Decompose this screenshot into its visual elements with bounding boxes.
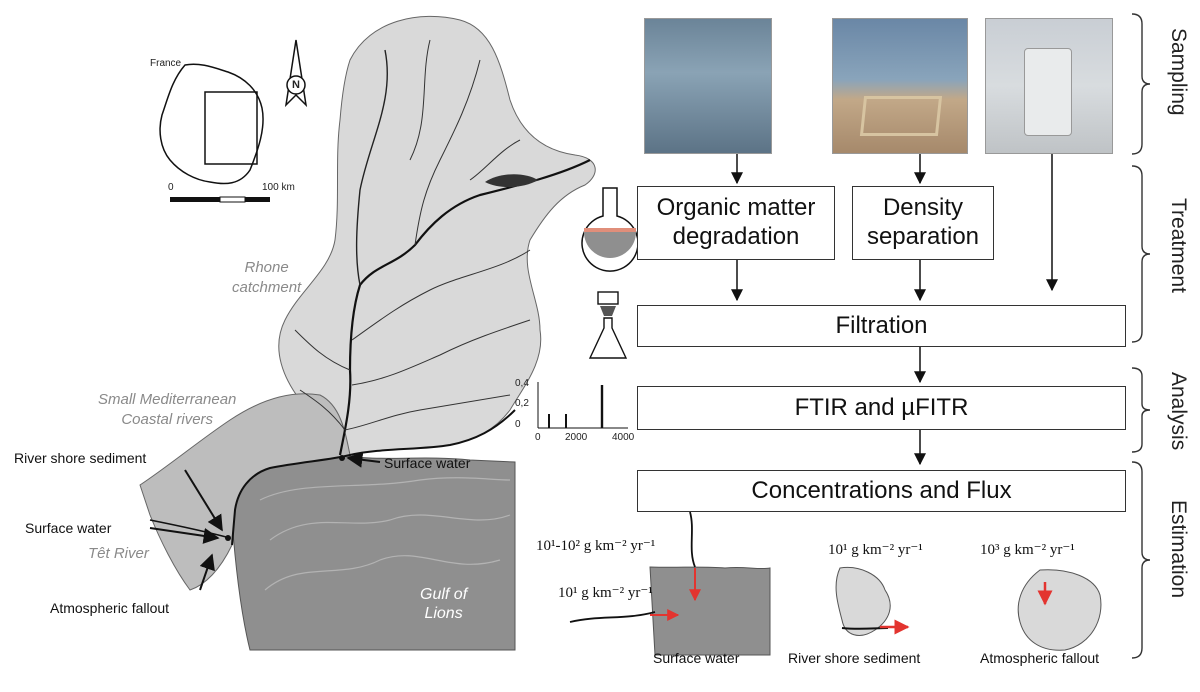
saone-river	[355, 49, 389, 286]
spectrum-xtick-2000: 2000	[565, 432, 588, 443]
box-organic-matter-degradation: Organic matter degradation	[637, 186, 835, 260]
photo-shore-quadrat	[832, 18, 968, 154]
tributary-5	[344, 394, 511, 431]
phase-sampling: Sampling	[1167, 28, 1190, 116]
spectrum-xtick-4000: 4000	[612, 432, 635, 443]
rhone-main-river	[338, 159, 591, 456]
flask-liquid-top	[584, 228, 636, 232]
spectrum-ytick-0: 0	[515, 419, 521, 430]
lake-geneva	[485, 174, 538, 188]
flux-shore: 10¹ g km⁻² yr⁻¹	[828, 542, 923, 558]
rhone-mouth-point	[339, 455, 345, 461]
box-filtration: Filtration	[637, 305, 1126, 347]
brace-sampling	[1131, 13, 1151, 155]
est-surface-river-in	[569, 611, 656, 623]
tributary-8	[469, 139, 521, 181]
flux-surface-top: 10¹-10² g km⁻² yr⁻¹	[536, 538, 656, 554]
label-surface-water-right: Surface water	[384, 455, 471, 471]
flask-liquid	[584, 232, 636, 258]
arrow-surface-left	[149, 527, 220, 544]
france-label: France	[150, 58, 182, 69]
scale-bar-right	[245, 197, 270, 202]
est-surface-river-top	[689, 511, 696, 568]
spectrum-ytick-02: 0,2	[515, 398, 529, 409]
spectrum-ytick-04: 0,4	[515, 378, 529, 389]
label-surface-water-left: Surface water	[25, 520, 112, 536]
gulf-of-lions-sea	[229, 450, 516, 651]
scale-bar-mid	[219, 196, 246, 203]
spectrum-xtick-0: 0	[535, 432, 541, 443]
brace-treatment	[1131, 165, 1151, 343]
label-river-shore-sediment: River shore sediment	[14, 450, 147, 466]
small-rivers-label: Small Mediterranean Coastal rivers	[98, 391, 237, 428]
scale-bar-left	[170, 197, 220, 202]
tributary-7	[299, 389, 346, 431]
filter-funnel-icon	[600, 306, 616, 316]
phase-analysis: Analysis	[1167, 372, 1190, 451]
north-arrow-icon	[284, 39, 308, 108]
arrow-surface-right	[346, 451, 381, 468]
arrow-atmospheric	[199, 553, 215, 591]
tributary-2	[414, 59, 481, 246]
filter-flask-icon	[588, 317, 628, 359]
brace-estimation	[1131, 461, 1151, 659]
phase-treatment: Treatment	[1167, 198, 1190, 293]
caption-atmospheric-fallout: Atmospheric fallout	[980, 650, 1100, 666]
caption-river-shore-sediment: River shore sediment	[788, 650, 921, 666]
est-atmos-shape	[1017, 569, 1102, 651]
rhone-catchment-area	[278, 15, 596, 456]
sea-contour-3	[264, 555, 501, 591]
box-concentrations-flux: Concentrations and Flux	[637, 470, 1126, 512]
est-surface-shape	[649, 566, 771, 656]
arrow-river-shore	[184, 469, 223, 532]
tet-river	[149, 519, 231, 539]
flux-atmos: 10³ g km⁻² yr⁻¹	[980, 542, 1075, 558]
france-inset-box	[204, 91, 258, 165]
collector-drum	[1024, 48, 1072, 136]
filter-funnel-top	[597, 291, 619, 305]
scale-zero-label: 0	[168, 182, 174, 193]
quadrat-frame	[859, 96, 943, 136]
north-arrow-circle	[286, 75, 306, 95]
tributary-3	[351, 249, 531, 341]
north-label: N	[292, 79, 300, 91]
tributary-6	[294, 329, 351, 371]
tet-river-label: Têt River	[88, 545, 149, 562]
scale-100-label: 100 km	[262, 182, 295, 193]
france-outline	[159, 63, 264, 185]
rhone-catchment-label: Rhone catchment	[232, 259, 302, 296]
phase-estimation: Estimation	[1167, 500, 1190, 599]
photo-surface-water-net	[644, 18, 772, 154]
flux-surface-bottom: 10¹ g km⁻² yr⁻¹	[558, 585, 653, 601]
label-atmospheric-fallout-map: Atmospheric fallout	[50, 600, 170, 616]
tet-mouth-point	[225, 535, 231, 541]
caption-surface-water: Surface water	[653, 650, 740, 666]
sea-contour-1	[259, 477, 511, 501]
box-ftir: FTIR and µFITR	[637, 386, 1126, 430]
brace-analysis	[1131, 367, 1151, 453]
sea-contour-2	[269, 514, 511, 541]
est-shore-shape	[835, 566, 891, 636]
gulf-label: Gulf of Lions	[420, 586, 468, 623]
tributary-1	[409, 39, 431, 161]
tributary-4	[351, 319, 531, 386]
box-density-separation: Density separation	[852, 186, 994, 260]
